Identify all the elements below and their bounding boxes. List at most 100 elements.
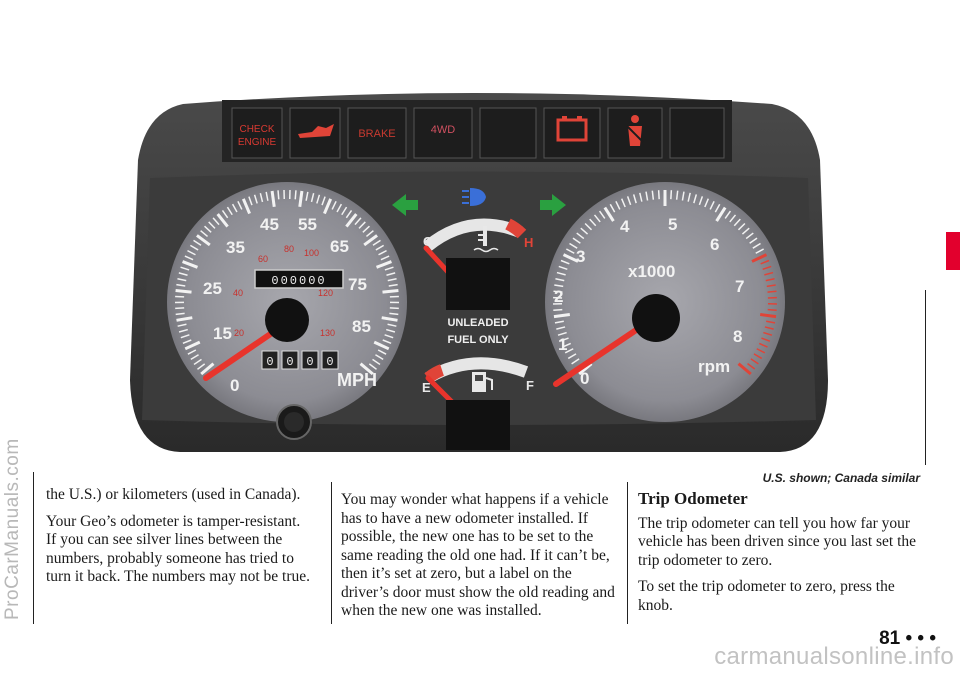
- odometer-digits: 000000: [271, 274, 326, 288]
- dial-tick: [200, 362, 215, 376]
- dial-tick: [755, 248, 765, 254]
- tachometer-hub: [632, 294, 680, 342]
- dial-tick: [362, 225, 370, 233]
- dial-tick: [259, 193, 264, 203]
- dial-tick: [190, 354, 199, 361]
- dial-tick: [558, 265, 568, 271]
- dial-tick: [178, 272, 188, 276]
- dial-tick: [737, 362, 752, 376]
- rpm-unit: rpm: [698, 357, 730, 376]
- rpm-label-0: 0: [580, 369, 589, 388]
- fuel-notice-line2: FUEL ONLY: [447, 334, 509, 346]
- dial-tick: [197, 363, 206, 370]
- dial-tick: [733, 218, 741, 227]
- dial-tick: [741, 227, 750, 235]
- dial-tick: [554, 284, 564, 288]
- dial-tick: [378, 249, 387, 256]
- dial-tick: [375, 354, 384, 361]
- dial-tick: [715, 206, 727, 222]
- kmh-label-20: 20: [234, 328, 244, 338]
- dial-tick: [562, 253, 579, 263]
- dial-tick: [687, 192, 691, 202]
- dial-tick: [567, 353, 577, 360]
- dial-tick: [358, 221, 366, 229]
- dial-tick: [382, 289, 399, 294]
- kmh-label-100: 100: [304, 248, 319, 258]
- dial-tick: [762, 265, 772, 271]
- dial-tick: [620, 198, 626, 208]
- dial-tick: [745, 232, 754, 240]
- svg-text:BRAKE: BRAKE: [358, 128, 395, 140]
- column-rule-left: [33, 472, 34, 624]
- speed-label-45: 45: [260, 215, 279, 234]
- dial-tick: [751, 253, 768, 263]
- dial-tick: [763, 331, 773, 336]
- warning-light-seatbelt: [607, 107, 663, 159]
- dial-tick: [556, 271, 566, 276]
- svg-text:0: 0: [326, 355, 333, 369]
- dial-tick: [729, 214, 737, 223]
- speed-unit: MPH: [337, 370, 377, 390]
- dial-tick: [704, 198, 710, 208]
- dial-tick: [359, 362, 374, 376]
- dial-tick: [208, 221, 216, 229]
- dial-tick: [765, 277, 775, 282]
- dial-tick: [375, 260, 392, 269]
- dial-tick: [363, 234, 378, 247]
- turn-signal-left-icon: [392, 194, 418, 216]
- dial-tick: [615, 201, 621, 210]
- dial-tick: [248, 196, 253, 206]
- dial-tick: [766, 320, 776, 324]
- dial-tick: [559, 337, 569, 342]
- dial-tick: [221, 210, 229, 219]
- dial-tick: [373, 340, 390, 351]
- warning-light-4wd: 4WD: [413, 107, 473, 159]
- dial-tick: [184, 340, 201, 351]
- figure-caption: U.S. shown; Canada similar: [762, 471, 920, 485]
- dial-tick: [204, 225, 212, 233]
- temp-needle-housing: [446, 258, 510, 310]
- dial-tick: [377, 349, 387, 355]
- rpm-label-2: 2: [554, 287, 563, 306]
- rpm-label-6: 6: [710, 235, 719, 254]
- kmh-label-40: 40: [233, 288, 243, 298]
- paragraph: the U.S.) or kilometers (used in Canada)…: [46, 486, 301, 503]
- dial-tick: [554, 320, 564, 324]
- dial-tick: [277, 190, 280, 200]
- speed-label-65: 65: [330, 237, 349, 256]
- dial-tick: [298, 190, 304, 208]
- dial-tick: [384, 334, 394, 339]
- warning-light-oil: [289, 107, 341, 159]
- dial-tick: [386, 272, 396, 276]
- dial-tick: [231, 203, 238, 213]
- dial-tick: [178, 328, 188, 333]
- dial-tick: [241, 198, 251, 215]
- rpm-label-7: 7: [735, 277, 744, 296]
- dial-tick: [572, 237, 581, 244]
- dial-tick: [764, 326, 774, 330]
- temp-gauge-hot-zone: [505, 218, 527, 239]
- dial-tick: [193, 239, 202, 246]
- dial-tick: [387, 323, 397, 327]
- tachometer: 0 1 2 3 4 5 6 7 8 x1000 rpm: [545, 182, 785, 422]
- dial-tick: [724, 210, 732, 219]
- dial-tick: [375, 244, 385, 251]
- dial-tick: [571, 358, 580, 365]
- warning-light-blank: [479, 107, 537, 159]
- dial-tick: [354, 217, 362, 226]
- rpm-label-4: 4: [620, 217, 630, 236]
- dial-tick: [639, 192, 643, 202]
- battery-icon: [556, 116, 588, 142]
- dial-tick: [626, 196, 632, 206]
- dial-tick: [761, 337, 771, 342]
- dial-tick: [316, 194, 321, 204]
- dial-tick: [176, 316, 193, 322]
- turn-signal-right-icon: [540, 194, 566, 216]
- dial-tick: [177, 277, 187, 282]
- odometer: [254, 269, 344, 289]
- dial-tick: [341, 206, 348, 216]
- watermark-bottom: carmanualsonline.info: [714, 643, 954, 670]
- section-tab: [946, 232, 960, 270]
- dial-tick: [184, 255, 194, 261]
- dial-tick: [760, 259, 770, 265]
